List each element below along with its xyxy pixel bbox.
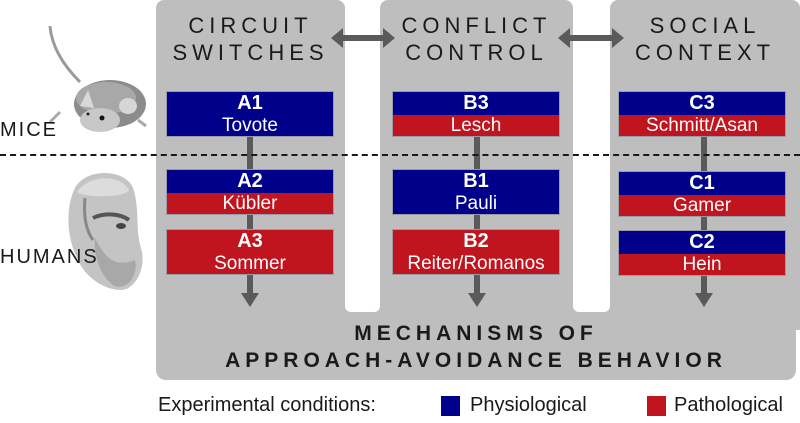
legend-item-pathological: Pathological bbox=[674, 394, 783, 416]
mouse-illustration bbox=[48, 25, 147, 132]
column-title-social-context: SOCIAL CONTEXT bbox=[610, 12, 800, 66]
column-gap bbox=[573, 0, 610, 312]
double-arrow-icon bbox=[331, 28, 395, 48]
project-id: C3 bbox=[619, 92, 785, 115]
project-id: A1 bbox=[237, 92, 263, 114]
legend-item-physiological: Physiological bbox=[470, 394, 587, 416]
title-line: CONTROL bbox=[405, 40, 548, 65]
arrow-down-icon bbox=[468, 293, 486, 307]
project-name: Kübler bbox=[167, 193, 333, 214]
project-box-A1: A1 Tovote bbox=[166, 91, 334, 137]
project-id: A3 bbox=[237, 230, 263, 252]
row-label-humans: HUMANS bbox=[0, 246, 99, 268]
project-name: Lesch bbox=[393, 115, 559, 136]
project-box-B2: B2 Reiter/Romanos bbox=[392, 229, 560, 275]
project-id: B2 bbox=[463, 230, 489, 252]
legend-label: Experimental conditions: bbox=[158, 394, 376, 416]
column-title-circuit-switches: CIRCUIT SWITCHES bbox=[156, 12, 345, 66]
row-label-mice: MICE bbox=[0, 119, 58, 141]
outcome-panel bbox=[156, 308, 796, 380]
project-name: Tovote bbox=[222, 115, 278, 136]
project-box-B3: B3 Lesch bbox=[392, 91, 560, 137]
project-id: C1 bbox=[619, 172, 785, 195]
project-id: C2 bbox=[619, 231, 785, 254]
outcome-title: MECHANISMS OF APPROACH-AVOIDANCE BEHAVIO… bbox=[156, 320, 796, 374]
project-box-A3: A3 Sommer bbox=[166, 229, 334, 275]
outcome-title-line: APPROACH-AVOIDANCE BEHAVIOR bbox=[225, 349, 727, 372]
double-arrow-icon bbox=[558, 28, 624, 48]
species-divider bbox=[0, 154, 800, 156]
legend-swatch-pathological bbox=[647, 396, 666, 416]
human-portrait-illustration bbox=[68, 173, 143, 290]
project-box-C3: C3 Schmitt/Asan bbox=[618, 91, 786, 137]
outcome-title-line: MECHANISMS OF bbox=[354, 322, 598, 345]
project-name: Reiter/Romanos bbox=[407, 253, 545, 274]
title-line: SWITCHES bbox=[172, 40, 329, 65]
title-line: SOCIAL bbox=[649, 13, 761, 38]
title-line: CONFLICT bbox=[401, 13, 552, 38]
vertical-arrow-line bbox=[247, 135, 253, 295]
project-name: Hein bbox=[619, 254, 785, 275]
project-box-C2: C2 Hein bbox=[618, 230, 786, 276]
project-name: Schmitt/Asan bbox=[619, 115, 785, 136]
title-line: CIRCUIT bbox=[188, 13, 313, 38]
project-box-A2: A2 Kübler bbox=[166, 169, 334, 215]
legend-swatch-physiological bbox=[441, 396, 460, 416]
project-id: B3 bbox=[393, 92, 559, 115]
column-gap bbox=[345, 0, 380, 312]
project-id: B1 bbox=[463, 170, 489, 192]
project-name: Gamer bbox=[619, 195, 785, 216]
arrow-down-icon bbox=[241, 293, 259, 307]
project-id: A2 bbox=[167, 170, 333, 193]
project-box-C1: C1 Gamer bbox=[618, 171, 786, 217]
project-name: Sommer bbox=[214, 253, 286, 274]
title-line: CONTEXT bbox=[634, 40, 776, 65]
project-box-B1: B1 Pauli bbox=[392, 169, 560, 215]
project-name: Pauli bbox=[454, 193, 498, 214]
arrow-down-icon bbox=[695, 293, 713, 307]
vertical-arrow-line bbox=[474, 135, 480, 295]
column-title-conflict-control: CONFLICT CONTROL bbox=[380, 12, 573, 66]
